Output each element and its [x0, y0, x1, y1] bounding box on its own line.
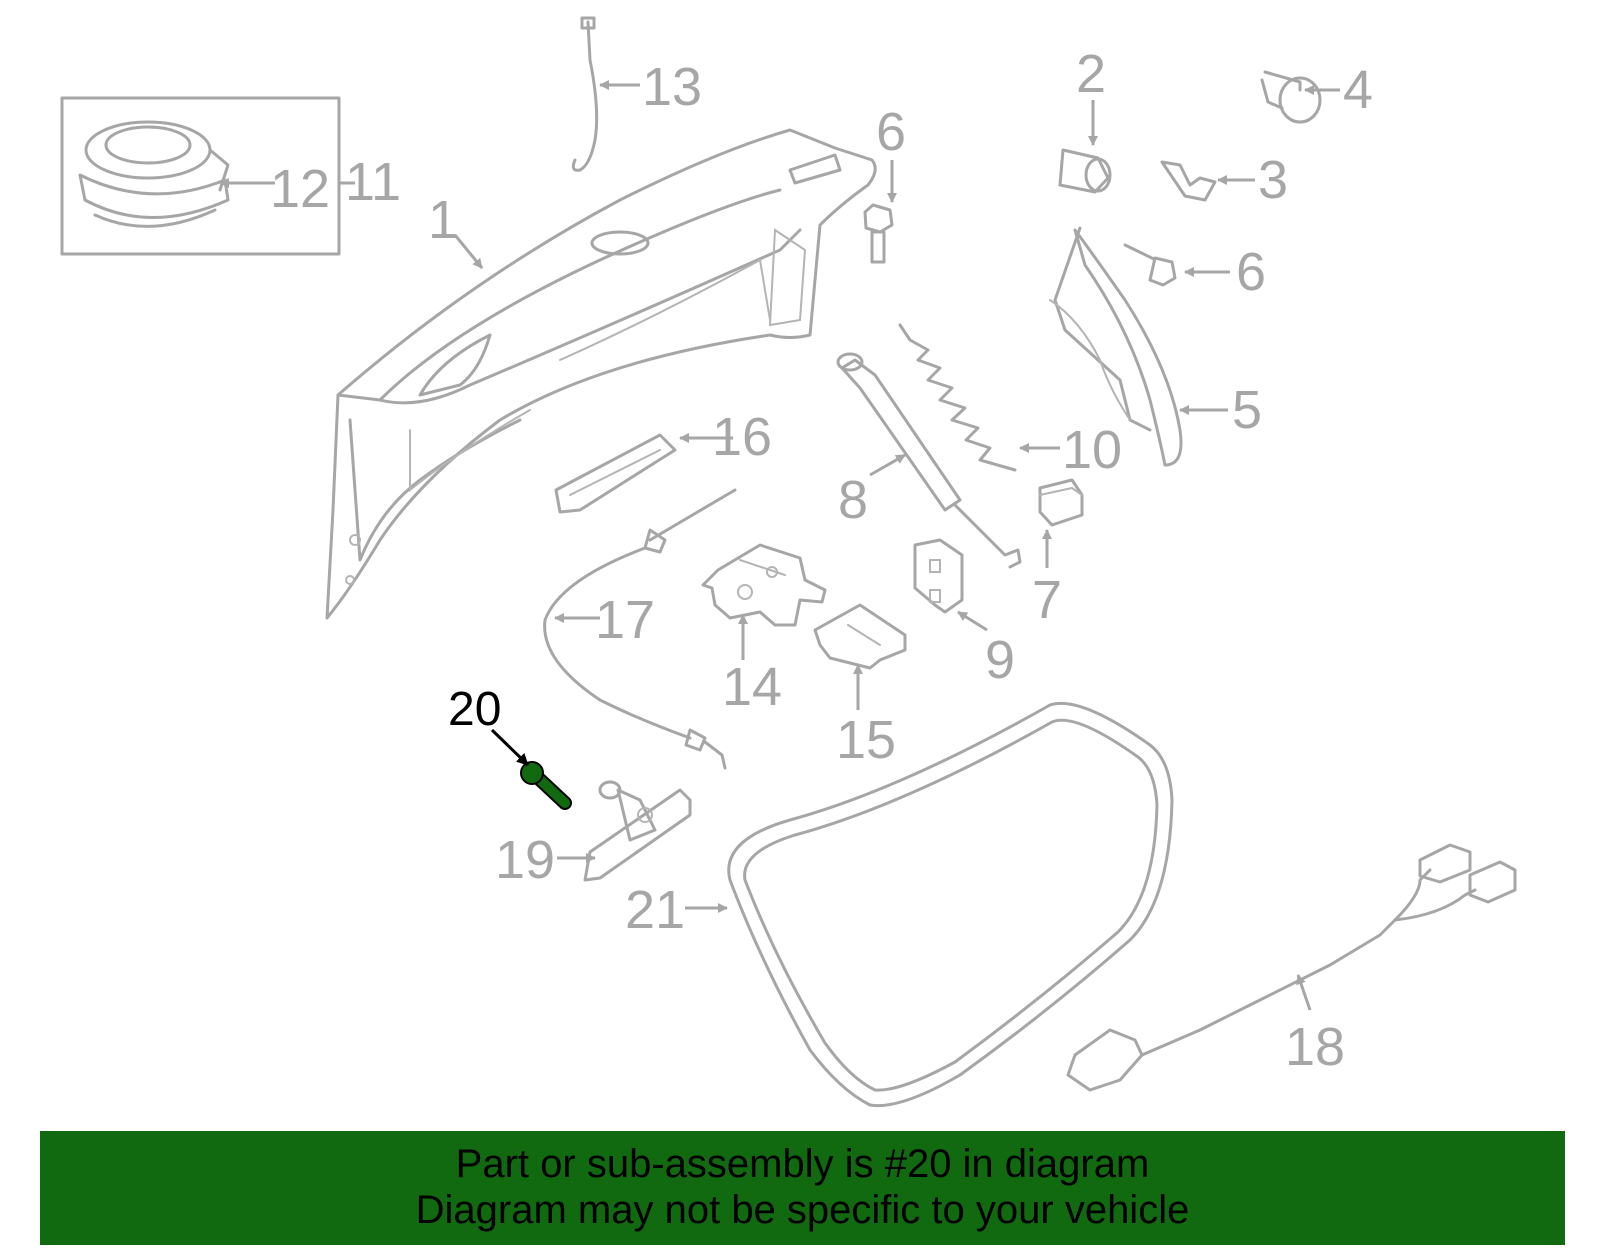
- callout-17: 17: [595, 590, 655, 650]
- callout-12: 12: [270, 159, 330, 219]
- striker: [813, 603, 907, 670]
- emblem-inset-box: [60, 96, 341, 256]
- callout-20-highlighted[interactable]: 20: [448, 683, 501, 736]
- prop-rod: [571, 16, 599, 172]
- trunk-lid: [325, 128, 877, 620]
- callout-6a: 6: [876, 102, 906, 162]
- callout-16: 16: [712, 407, 772, 467]
- bracket: [913, 538, 964, 614]
- latch: [701, 543, 827, 627]
- key: [1160, 160, 1217, 202]
- callout-9: 9: [985, 630, 1015, 690]
- callout-4: 4: [1343, 60, 1373, 120]
- callout-6b: 6: [1236, 242, 1266, 302]
- callout-7: 7: [1032, 570, 1062, 630]
- callout-3: 3: [1258, 150, 1288, 210]
- release-cable: [543, 488, 737, 770]
- callout-18: 18: [1285, 1017, 1345, 1077]
- bolt-6b: [1123, 243, 1177, 287]
- leader-lines: [219, 80, 1340, 1011]
- clip: [1260, 70, 1322, 124]
- callout-labels: 1 2 3 4 5 6 6 7 8 9 10 11 12 13 14 15 16…: [270, 44, 1373, 1077]
- callout-21: 21: [625, 880, 685, 940]
- callout-13: 13: [642, 57, 702, 117]
- callout-11: 11: [345, 152, 401, 212]
- leader-20: [490, 728, 530, 767]
- spring: [898, 323, 1017, 472]
- lock-cylinder: [1058, 148, 1112, 194]
- callout-19: 19: [495, 830, 555, 890]
- info-banner: Part or sub-assembly is #20 in diagram D…: [40, 1131, 1565, 1245]
- bumper: [1038, 478, 1084, 527]
- handle: [1049, 226, 1183, 467]
- banner-line-1: Part or sub-assembly is #20 in diagram: [455, 1142, 1150, 1186]
- weatherstrip: [727, 701, 1174, 1108]
- callout-1: 1: [428, 190, 458, 250]
- callout-5: 5: [1232, 380, 1262, 440]
- callout-14: 14: [722, 657, 782, 717]
- callout-10: 10: [1062, 420, 1122, 480]
- banner-line-2: Diagram may not be specific to your vehi…: [415, 1188, 1190, 1232]
- callout-8: 8: [838, 470, 868, 530]
- trim-strip: [554, 433, 677, 514]
- wiring-harness: [1066, 843, 1517, 1092]
- hinge-plate: [583, 780, 692, 882]
- bolt-6a: [863, 203, 894, 264]
- bolt-20-highlighted[interactable]: [520, 761, 572, 810]
- gas-strut: [836, 352, 1022, 569]
- callout-15: 15: [836, 710, 896, 770]
- callout-2: 2: [1076, 44, 1106, 104]
